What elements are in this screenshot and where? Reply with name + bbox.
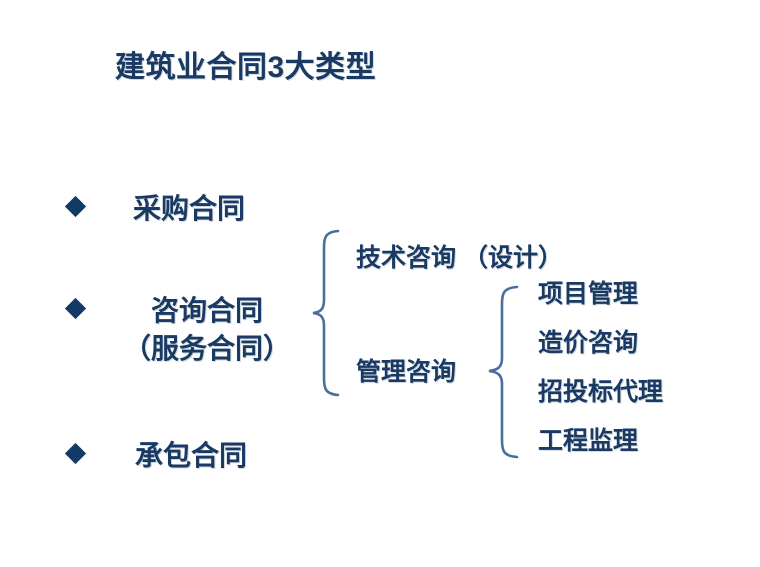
bullet-label-line: 采购合同 <box>133 193 246 224</box>
diamond-bullet-icon <box>64 195 87 218</box>
list-item: 招投标代理 <box>538 378 664 406</box>
management-services-list: 项目管理 造价咨询 招投标代理 工程监理 <box>538 282 663 454</box>
bullet-item-consulting: 咨询合同 （服务合同） <box>64 292 291 368</box>
diamond-bullet-icon <box>64 442 87 465</box>
bullet-item-procurement: 采购合同 <box>64 190 245 228</box>
bullet-text-group: 承包合同 <box>135 437 247 475</box>
diamond-bullet-icon <box>64 297 87 320</box>
bullet-text-group: 采购合同 <box>133 190 245 228</box>
list-item: 造价咨询 <box>538 329 639 357</box>
middle-label-technical-consulting: 技术咨询 （设计） <box>356 244 563 272</box>
bullet-label-line: 承包合同 <box>135 440 248 471</box>
page-title: 建筑业合同3大类型 <box>115 51 377 84</box>
middle-label-management-consulting: 管理咨询 <box>356 358 457 386</box>
bullet-sublabel-line: （服务合同） <box>123 332 292 364</box>
list-item: 项目管理 <box>538 280 639 308</box>
bullet-text-group: 咨询合同 （服务合同） <box>123 292 291 368</box>
list-item: 工程监理 <box>538 427 639 455</box>
bullet-label-line: 咨询合同 <box>151 295 264 326</box>
bullet-item-contracting: 承包合同 <box>64 437 247 475</box>
consulting-brace-icon <box>312 229 340 397</box>
management-brace-icon <box>488 285 519 459</box>
